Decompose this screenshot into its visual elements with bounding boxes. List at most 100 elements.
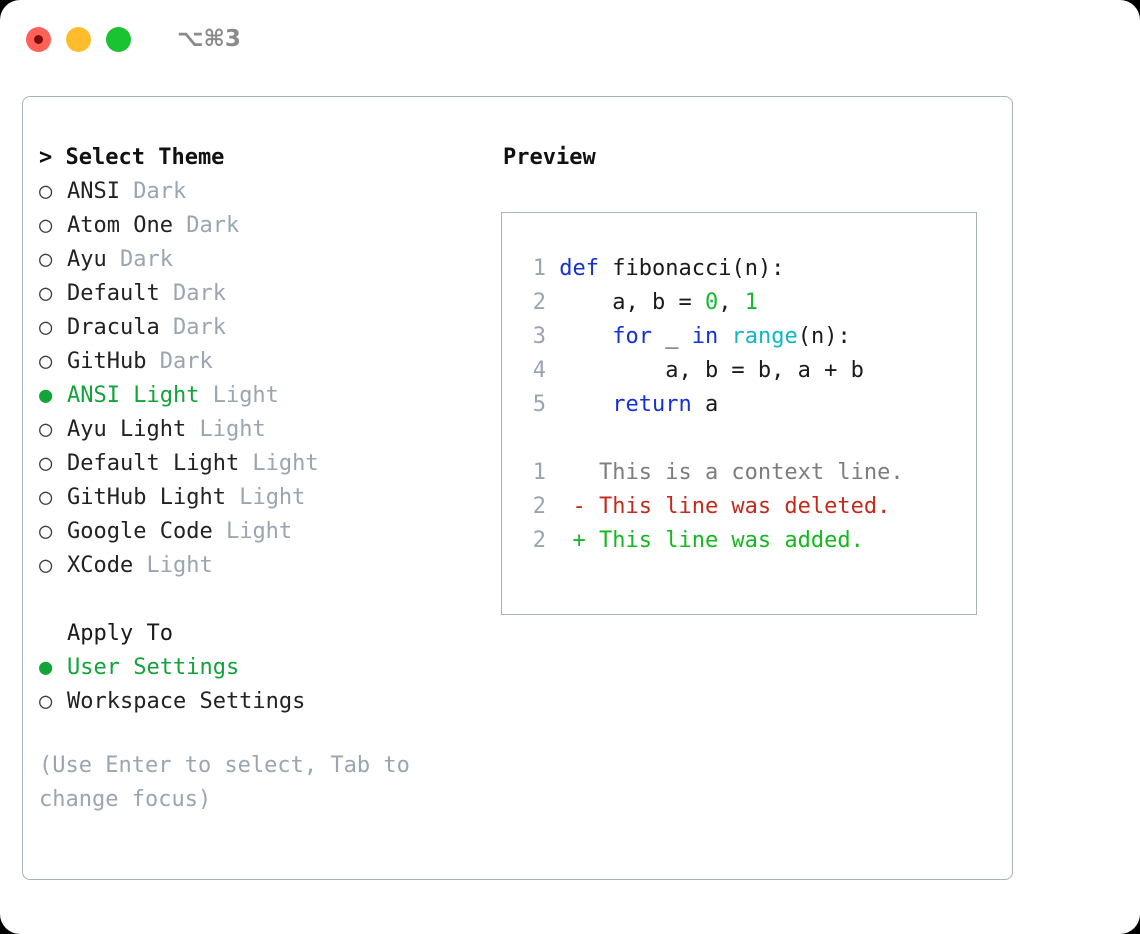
diff-sample: 1 This is a context line.2 - This line w… xyxy=(520,456,976,558)
theme-name: ANSI xyxy=(67,179,120,204)
theme-name: XCode xyxy=(67,553,134,578)
radio-selected-icon: ● xyxy=(39,655,53,680)
code-line: 3 for _ in range(n): xyxy=(520,320,976,354)
theme-list-item[interactable]: ○Dracula Dark xyxy=(39,311,501,345)
code-diff-separator xyxy=(520,422,976,456)
radio-unselected-icon: ○ xyxy=(39,247,53,272)
line-number: 2 xyxy=(532,528,546,553)
minimize-window-icon[interactable] xyxy=(66,26,91,52)
gutter-gap xyxy=(546,256,559,281)
title-bar: ⌥⌘3 xyxy=(0,0,1140,78)
keyboard-hint: (Use Enter to select, Tab to change focu… xyxy=(39,753,410,812)
radio-unselected-icon: ○ xyxy=(39,213,53,238)
theme-variant-label: Light xyxy=(225,485,306,510)
radio-selected-icon: ● xyxy=(39,383,53,408)
theme-list-item[interactable]: ○ Default Light Light xyxy=(39,447,501,481)
apply-to-item[interactable]: ○ Workspace Settings xyxy=(39,685,501,719)
theme-name: Ayu Light xyxy=(67,417,187,442)
apply-to-label: Workspace Settings xyxy=(67,689,306,714)
theme-list-item[interactable]: ○ Ayu Light Light xyxy=(39,413,501,447)
theme-list-item[interactable]: ○ GitHub Light Light xyxy=(39,481,501,515)
preview-title: Preview xyxy=(503,145,596,170)
apply-to-header-label: Apply To xyxy=(67,621,173,646)
diff-line: 2 + This line was added. xyxy=(520,524,976,558)
apply-to-item[interactable]: ● User Settings xyxy=(39,651,501,685)
code-token: fibonacci(n): xyxy=(599,256,785,281)
line-number: 2 xyxy=(532,290,546,315)
theme-variant-label: Dark xyxy=(172,213,240,238)
theme-list-item[interactable]: ○Google Code Light xyxy=(39,515,501,549)
theme-name: GitHub xyxy=(67,349,147,374)
apply-to-header-indent xyxy=(39,617,67,651)
theme-name: Dracula xyxy=(67,315,160,340)
close-icon-dot xyxy=(34,34,43,44)
line-number: 4 xyxy=(532,358,546,383)
code-token: a, b = b, a + b xyxy=(559,358,864,383)
code-token: 0 xyxy=(704,290,719,315)
theme-list-item[interactable]: ○Atom One Dark xyxy=(39,209,501,243)
code-token xyxy=(718,324,731,349)
theme-name: Default Light xyxy=(67,451,240,476)
theme-variant-label: Dark xyxy=(159,315,226,340)
theme-variant-label: Light xyxy=(199,383,279,408)
theme-list-item[interactable]: ○Ayu Dark xyxy=(39,243,501,277)
theme-list-item[interactable]: ○ XCode Light xyxy=(39,549,501,583)
line-number: 2 xyxy=(532,494,546,519)
code-token: a, b = xyxy=(559,290,705,315)
line-number: 3 xyxy=(532,324,546,349)
preview-column: Preview 1 def fibonacci(n): 2 a, b = 0, 1… xyxy=(501,141,1012,817)
diff-line-text: + This line was added. xyxy=(546,528,864,553)
line-number: 5 xyxy=(532,392,546,417)
theme-variant-label: Light xyxy=(133,553,213,578)
apply-to-label: User Settings xyxy=(67,655,240,680)
code-token xyxy=(559,324,612,349)
radio-unselected-icon: ○ xyxy=(39,519,53,544)
gutter-gap xyxy=(546,392,559,417)
theme-variant-label: Light xyxy=(239,451,319,476)
diff-line: 2 - This line was deleted. xyxy=(520,490,976,524)
keyboard-shortcut-label: ⌥⌘3 xyxy=(177,26,241,52)
radio-unselected-icon: ○ xyxy=(39,689,53,714)
traffic-light-controls xyxy=(26,26,131,52)
radio-unselected-icon: ○ xyxy=(39,553,53,578)
theme-selection-column: > Select Theme ○ANSI Dark○Atom One Dark○… xyxy=(39,141,501,817)
theme-variant-label: Dark xyxy=(146,349,213,374)
code-token xyxy=(559,392,612,417)
gutter-gap xyxy=(546,290,559,315)
apply-to-header: Apply To xyxy=(39,617,501,651)
theme-variant-label: Dark xyxy=(119,179,187,204)
code-token: return xyxy=(612,392,692,417)
theme-name: ANSI Light xyxy=(67,383,200,408)
radio-unselected-icon: ○ xyxy=(39,485,53,510)
close-window-icon[interactable] xyxy=(26,26,51,52)
theme-list-item[interactable]: ○Default Dark xyxy=(39,277,501,311)
radio-unselected-icon: ○ xyxy=(39,451,53,476)
radio-unselected-icon: ○ xyxy=(39,281,53,306)
maximize-window-icon[interactable] xyxy=(106,26,131,52)
code-token: (n): xyxy=(797,324,851,349)
code-line: 4 a, b = b, a + b xyxy=(520,354,976,388)
theme-list-item[interactable]: ○ ANSI Dark xyxy=(39,175,501,209)
diff-line: 1 This is a context line. xyxy=(520,456,976,490)
radio-unselected-icon: ○ xyxy=(39,417,53,442)
gutter-gap xyxy=(546,324,559,349)
code-token: 1 xyxy=(744,290,758,315)
radio-unselected-icon: ○ xyxy=(39,349,53,374)
code-token: range xyxy=(731,324,798,349)
columns-layout: > Select Theme ○ANSI Dark○Atom One Dark○… xyxy=(23,97,1012,817)
diff-line-text: - This line was deleted. xyxy=(546,494,891,519)
theme-name: Default xyxy=(67,281,160,306)
code-line: 2 a, b = 0, 1 xyxy=(520,286,976,320)
theme-list-item[interactable]: ● ANSI Light Light xyxy=(39,379,501,413)
code-token: def xyxy=(559,256,599,281)
theme-variant-label: Light xyxy=(186,417,266,442)
theme-name: Ayu xyxy=(67,247,107,272)
theme-name: Google Code xyxy=(67,519,213,544)
diff-line-text: This is a context line. xyxy=(546,460,904,485)
list-spacer xyxy=(39,583,501,617)
theme-list-item[interactable]: ○ GitHub Dark xyxy=(39,345,501,379)
theme-name: GitHub Light xyxy=(67,485,226,510)
radio-unselected-icon: ○ xyxy=(39,179,53,204)
